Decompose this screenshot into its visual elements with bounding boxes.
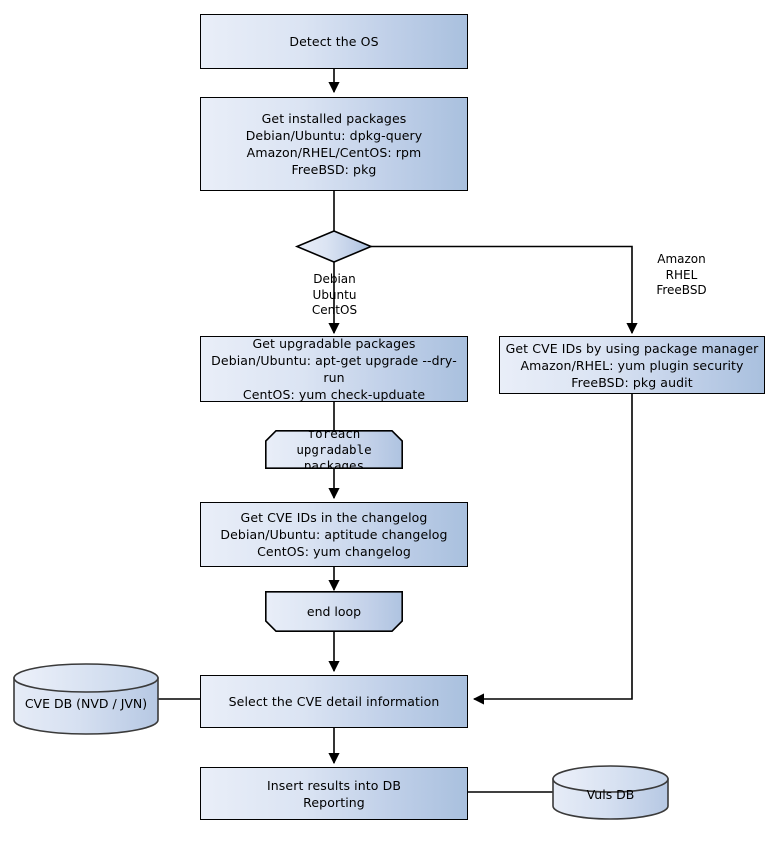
node-detect-os-label: Detect the OS bbox=[289, 34, 379, 49]
node-vuls-db[interactable]: Vuls DB bbox=[553, 779, 668, 809]
edge-label-right-branch: Amazon RHEL FreeBSD bbox=[656, 252, 707, 297]
node-insert-results[interactable]: Insert results into DB Reporting bbox=[200, 767, 468, 820]
node-insert-results-label: Insert results into DB Reporting bbox=[267, 777, 401, 810]
node-get-installed-packages[interactable]: Get installed packages Debian/Ubuntu: dp… bbox=[200, 97, 468, 191]
node-get-installed-packages-label: Get installed packages Debian/Ubuntu: dp… bbox=[245, 111, 423, 177]
node-get-cve-changelog[interactable]: Get CVE IDs in the changelog Debian/Ubun… bbox=[200, 502, 468, 567]
node-get-cve-package-manager[interactable]: Get CVE IDs by using package manager Ama… bbox=[499, 336, 765, 394]
vuls-db-cylinder bbox=[552, 765, 669, 820]
node-detect-os[interactable]: Detect the OS bbox=[200, 14, 468, 69]
edge-decision-right bbox=[371, 245, 638, 335]
node-cve-db-label: CVE DB (NVD / JVN) bbox=[24, 695, 148, 711]
node-get-cve-changelog-label: Get CVE IDs in the changelog Debian/Ubun… bbox=[220, 510, 448, 559]
decision-diamond bbox=[294, 230, 374, 263]
node-get-upgradable-packages[interactable]: Get upgradable packages Debian/Ubuntu: a… bbox=[200, 336, 468, 402]
node-get-upgradable-packages-label: Get upgradable packages Debian/Ubuntu: a… bbox=[211, 336, 457, 402]
edge-label-left-branch: Debian Ubuntu CentOS bbox=[311, 272, 358, 317]
node-end-loop[interactable]: end loop bbox=[265, 591, 403, 632]
edge-pkgmgr-to-select bbox=[472, 394, 633, 705]
node-end-loop-label: end loop bbox=[306, 603, 362, 619]
node-foreach-loop-start[interactable]: foreach upgradable packages bbox=[265, 430, 403, 469]
node-select-cve-detail[interactable]: Select the CVE detail information bbox=[200, 675, 468, 728]
node-vuls-db-label: Vuls DB bbox=[586, 786, 635, 802]
node-select-cve-detail-label: Select the CVE detail information bbox=[228, 694, 440, 709]
cve-db-cylinder bbox=[13, 663, 159, 735]
node-foreach-loop-start-label: foreach upgradable packages bbox=[296, 425, 372, 473]
node-get-cve-package-manager-label: Get CVE IDs by using package manager Ama… bbox=[505, 340, 759, 390]
node-cve-db[interactable]: CVE DB (NVD / JVN) bbox=[14, 686, 158, 720]
